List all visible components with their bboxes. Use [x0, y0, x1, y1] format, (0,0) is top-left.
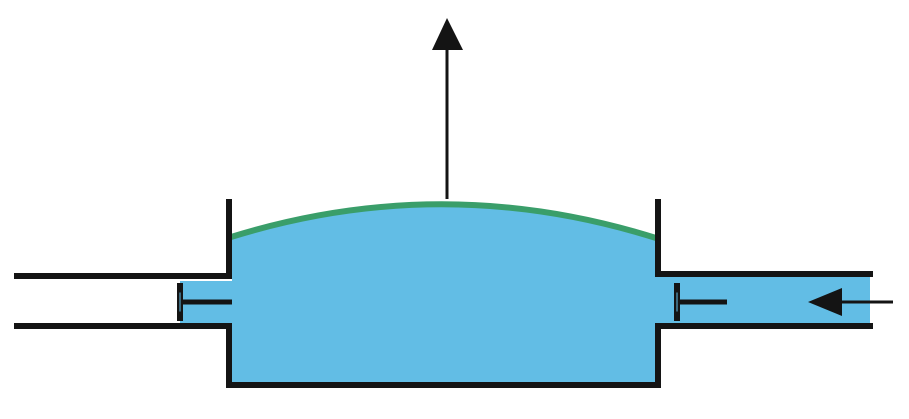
chamber-walls — [226, 199, 661, 388]
left-valve — [177, 283, 232, 321]
right-pipe — [655, 271, 873, 329]
inflow-arrow-head — [808, 288, 842, 316]
right-valve-plate-gap — [675, 291, 679, 313]
up-arrow — [432, 18, 463, 199]
left-valve-seat-gap — [178, 291, 182, 313]
left-pipe — [14, 273, 232, 329]
inflow-arrow — [808, 288, 893, 316]
right-valve — [674, 283, 727, 321]
chamber-fluid — [232, 204, 655, 382]
up-arrow-head — [432, 18, 463, 50]
membrane — [228, 201, 659, 241]
